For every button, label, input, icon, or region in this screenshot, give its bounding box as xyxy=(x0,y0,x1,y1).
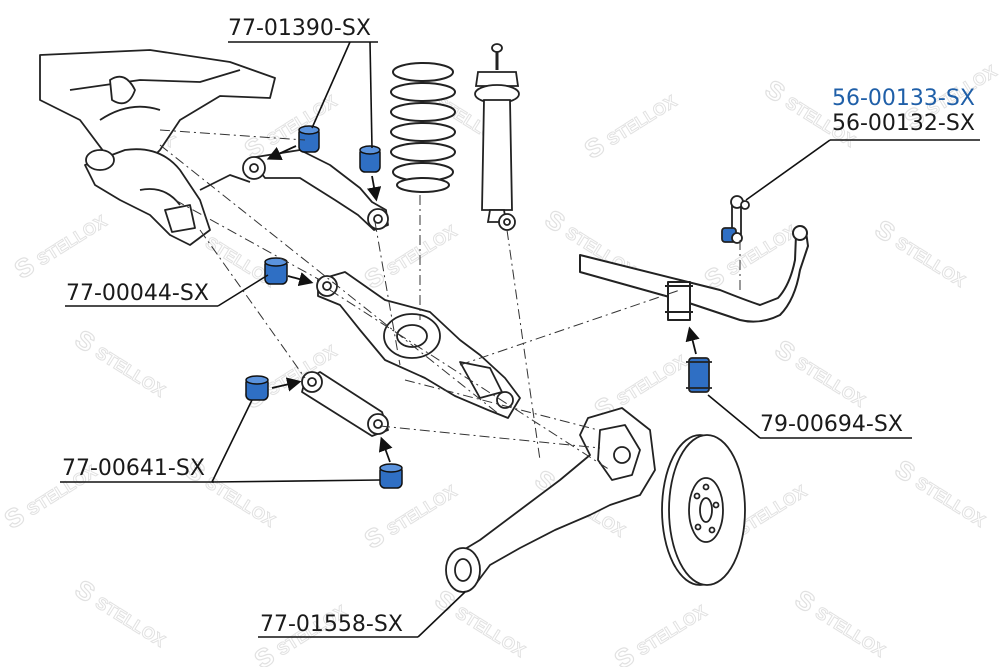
subframe xyxy=(39,49,276,246)
label-lower-control-arm: 77-00044-SX xyxy=(66,281,209,306)
svg-text:STELLOX: STELLOX xyxy=(384,481,461,539)
toe-link xyxy=(301,371,389,437)
leader-lines xyxy=(60,41,980,638)
upper-control-arm xyxy=(242,149,389,231)
bushing-upper-arm-a xyxy=(298,125,320,153)
svg-text:STELLOX: STELLOX xyxy=(384,221,461,279)
assembly-lines xyxy=(159,129,741,471)
svg-text:STELLOX: STELLOX xyxy=(604,91,681,149)
svg-text:STELLOX: STELLOX xyxy=(792,353,869,411)
stabilizer-bar xyxy=(579,225,809,323)
svg-text:STELLOX: STELLOX xyxy=(634,601,711,659)
stabilizer-link xyxy=(721,195,750,244)
lower-control-arm xyxy=(316,271,521,419)
assembly-arrows xyxy=(266,145,700,463)
bushing-lower-arm xyxy=(264,257,288,285)
shock-absorber xyxy=(474,43,520,231)
svg-text:STELLOX: STELLOX xyxy=(912,473,989,531)
svg-text:STELLOX: STELLOX xyxy=(892,233,969,291)
label-trailing-arm: 77-01558-SX xyxy=(260,612,403,637)
label-upper-control-arm: 77-01390-SX xyxy=(228,16,371,41)
label-stabilizer-link-main: 56-00133-SX xyxy=(832,86,975,111)
svg-text:STELLOX: STELLOX xyxy=(614,351,691,409)
svg-text:STELLOX: STELLOX xyxy=(34,211,111,269)
label-stabilizer-link-alt: 56-00132-SX xyxy=(832,111,975,136)
svg-text:STELLOX: STELLOX xyxy=(452,603,529,661)
label-toe-link: 77-00641-SX xyxy=(62,456,205,481)
svg-text:STELLOX: STELLOX xyxy=(812,603,889,661)
label-stabilizer-bushing: 79-00694-SX xyxy=(760,412,903,437)
coil-spring xyxy=(390,62,456,193)
wheel-knuckle xyxy=(445,407,656,593)
bushings xyxy=(245,125,403,489)
brake-disc xyxy=(661,434,746,586)
stabilizer-bushing xyxy=(686,357,712,393)
bushing-toe-link-a xyxy=(245,375,269,401)
bushing-toe-link-b xyxy=(379,463,403,489)
svg-text:STELLOX: STELLOX xyxy=(92,343,169,401)
svg-text:STELLOX: STELLOX xyxy=(92,593,169,651)
bushing-upper-arm-b xyxy=(359,145,381,173)
